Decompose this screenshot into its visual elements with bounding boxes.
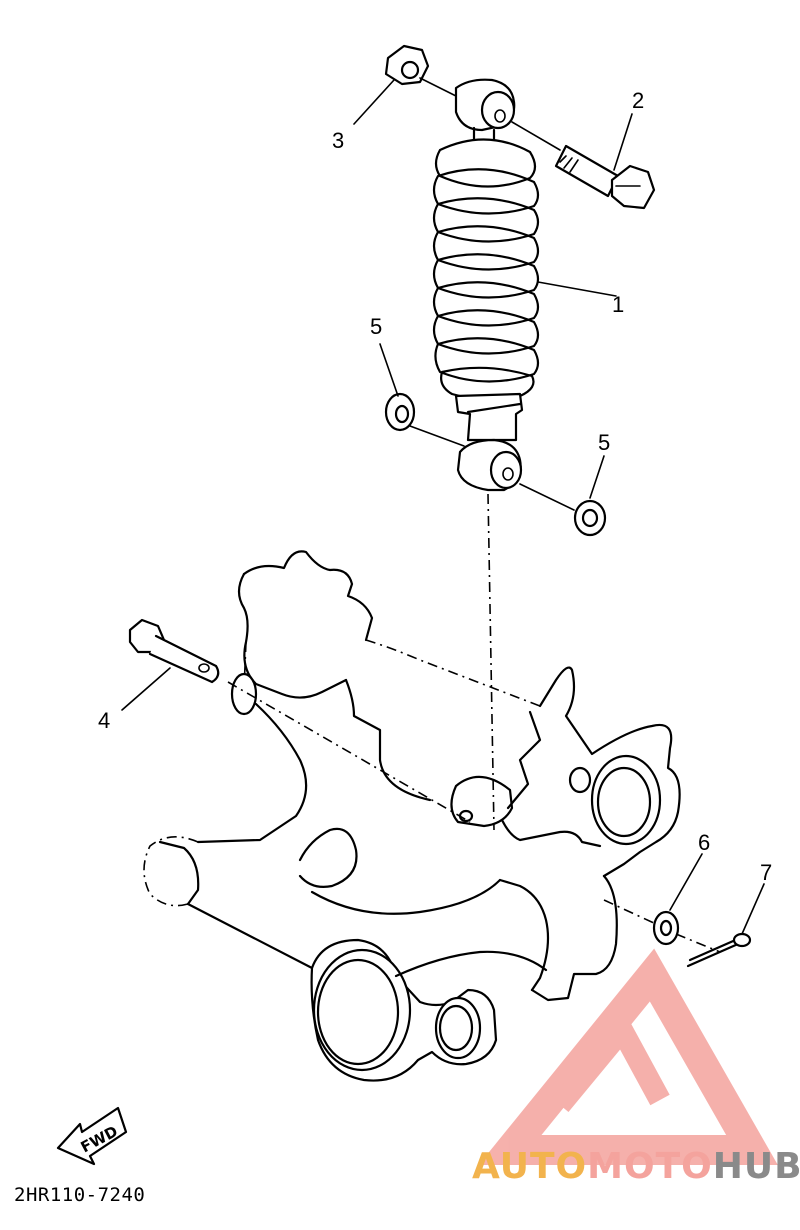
leader-lines — [121, 79, 765, 935]
shock-spring — [432, 138, 540, 401]
upper-washer — [384, 392, 465, 447]
part-code: 2HR110-7240 — [14, 1184, 146, 1206]
callout-1: 1 — [612, 292, 624, 317]
watermark-logo-icon — [478, 948, 778, 1165]
callout-3: 3 — [332, 128, 344, 153]
axle-washer — [652, 910, 680, 946]
callout-4: 4 — [98, 708, 110, 733]
assembly-guide-lines — [227, 493, 721, 953]
cotter-pin — [686, 932, 752, 968]
pivot-bolt — [128, 618, 220, 684]
callout-6: 6 — [698, 830, 710, 855]
shock-absorber — [432, 78, 540, 492]
callout-5-upper: 5 — [370, 314, 382, 339]
callout-2: 2 — [632, 88, 644, 113]
upper-mounting-bolt — [511, 121, 656, 210]
watermark-auto: AUTO — [472, 1146, 588, 1187]
watermark-hub: HUB — [712, 1146, 800, 1187]
watermark-moto: MOTO — [587, 1146, 713, 1187]
callout-7: 7 — [760, 860, 772, 885]
callout-5-lower: 5 — [598, 430, 610, 455]
lower-washer — [519, 483, 607, 537]
watermark-text: AUTOMOTOHUB — [472, 1146, 800, 1187]
swingarm — [143, 550, 681, 1082]
flange-nut — [384, 44, 457, 97]
forward-arrow-icon: FWD — [56, 1106, 128, 1166]
